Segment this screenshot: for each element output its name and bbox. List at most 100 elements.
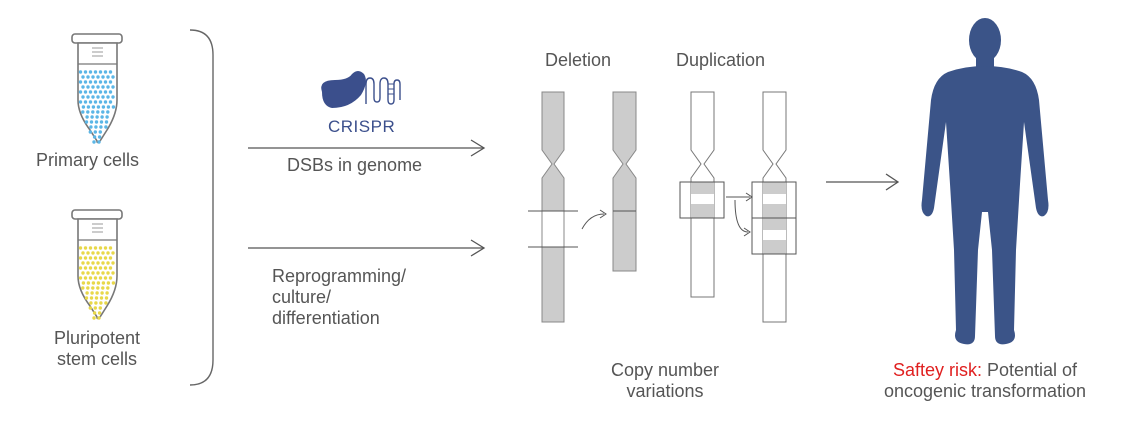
primary-cell-dot: [81, 105, 86, 109]
primary-cell-dot: [91, 110, 95, 114]
primary-cell-dot: [90, 115, 94, 119]
primary-cells-dots: [78, 70, 116, 144]
reprogramming-line1: Reprogramming/: [272, 266, 407, 286]
primary-cell-dot: [91, 95, 95, 99]
stem-cell-dot: [93, 276, 98, 280]
primary-cell-dot: [93, 80, 98, 84]
primary-cell-dot: [99, 120, 104, 124]
primary-cell-dot: [92, 140, 96, 144]
primary-cell-dot: [81, 75, 85, 79]
primary-cell-dot: [86, 95, 90, 99]
stem-cell-dot: [101, 281, 106, 285]
primary-cell-dot: [83, 80, 88, 84]
stem-cell-dot: [81, 261, 85, 265]
safety-risk-label: Saftey risk:: [892, 360, 982, 380]
stem-cell-dot: [98, 276, 103, 280]
primary-cell-dot: [106, 85, 110, 89]
primary-cell-dot: [98, 100, 103, 104]
primary-cell-dot: [93, 90, 98, 94]
deletion-original-chromosome: [528, 91, 578, 323]
stem-cell-dot: [88, 256, 93, 260]
deletion-label: Deletion: [545, 50, 612, 70]
duplication-original-chromosome: [679, 91, 725, 298]
cnv-caption-line2: variations: [626, 381, 704, 401]
stem-cell-dot: [111, 271, 115, 275]
primary-cell-dot: [103, 90, 108, 94]
risk-text-line2: oncogenic transformation: [883, 381, 1087, 401]
stem-cell-dot: [108, 276, 113, 280]
stem-cell-dot: [91, 251, 95, 255]
primary-cell-dot: [111, 105, 116, 109]
primary-cell-dot: [96, 110, 100, 114]
primary-cell-dot: [106, 105, 111, 109]
dsb-arrow: [248, 139, 486, 157]
stem-cell-dot: [100, 291, 104, 295]
stem-cell-dot: [83, 276, 88, 280]
stem-cell-dot: [92, 311, 97, 315]
stem-cell-dot: [85, 291, 89, 295]
stem-cell-dot: [84, 296, 89, 300]
stem-cell-dot: [103, 256, 108, 260]
duplication-result-chromosome: [751, 91, 797, 323]
stem-cell-dot: [88, 246, 93, 250]
stem-cell-dot: [83, 246, 88, 250]
stem-cell-dot: [111, 261, 115, 265]
stem-cell-dot: [88, 306, 93, 310]
stem-cell-dot: [93, 256, 98, 260]
stem-cell-dot: [106, 271, 110, 275]
primary-cell-dot: [98, 130, 103, 134]
stem-cell-dot: [101, 271, 105, 275]
primary-cell-dot: [104, 125, 108, 129]
reprogramming-line2: culture/: [272, 287, 332, 307]
grouping-brace: [189, 29, 214, 386]
duplication-arrows: [726, 192, 753, 237]
primary-cell-dot: [98, 90, 103, 94]
primary-cell-dot: [91, 75, 95, 79]
stem-cell-dot: [89, 296, 94, 300]
risk-text-line1: Potential of: [981, 360, 1078, 380]
primary-cell-dot: [97, 140, 101, 144]
primary-cell-dot: [86, 110, 90, 114]
primary-cell-dot: [83, 70, 88, 74]
primary-cell-dot: [89, 125, 93, 129]
stem-cell-dot: [81, 271, 85, 275]
primary-cell-dot: [88, 130, 93, 134]
primary-cell-dot: [97, 135, 102, 139]
stem-cell-dot: [91, 281, 96, 285]
reprogramming-label: Reprogramming/ culture/ differentiation: [272, 266, 406, 329]
stem-cell-dot: [91, 271, 95, 275]
primary-cell-dot: [88, 100, 93, 104]
primary-cell-dot: [78, 100, 83, 104]
stem-cell-dot: [90, 291, 94, 295]
stem-cell-dot: [106, 251, 110, 255]
stem-cell-dot: [96, 271, 100, 275]
stem-cell-dot: [96, 251, 100, 255]
primary-cell-dot: [88, 90, 93, 94]
pluripotent-label-line2: stem cells: [56, 349, 137, 369]
primary-cell-dot: [101, 110, 105, 114]
primary-cell-dot: [108, 90, 113, 94]
primary-cell-dot: [108, 70, 113, 74]
primary-cell-dot: [78, 90, 83, 94]
stem-cell-dot: [78, 266, 83, 270]
risk-caption: Saftey risk: Potential of oncogenic tran…: [850, 360, 1120, 402]
primary-cell-dot: [88, 80, 93, 84]
primary-cell-dot: [81, 110, 85, 114]
stem-cell-dot: [91, 286, 95, 290]
stem-cell-dot: [106, 281, 111, 285]
stem-cell-dot: [99, 296, 104, 300]
primary-cell-dot: [93, 130, 98, 134]
deletion-arrow: [581, 209, 607, 230]
stem-cell-dot: [78, 246, 83, 250]
crispr-label: CRISPR: [328, 117, 396, 136]
primary-cell-dot: [85, 115, 89, 119]
primary-cell-dot: [86, 75, 90, 79]
stem-cell-dot: [86, 286, 90, 290]
stem-cell-dot: [89, 301, 93, 305]
primary-cell-dot: [83, 100, 88, 104]
pluripotent-label: Pluripotent stem cells: [32, 328, 162, 370]
stem-cell-dot: [98, 246, 103, 250]
primary-cell-dot: [86, 85, 90, 89]
cnv-caption-line1: Copy number: [610, 360, 720, 380]
